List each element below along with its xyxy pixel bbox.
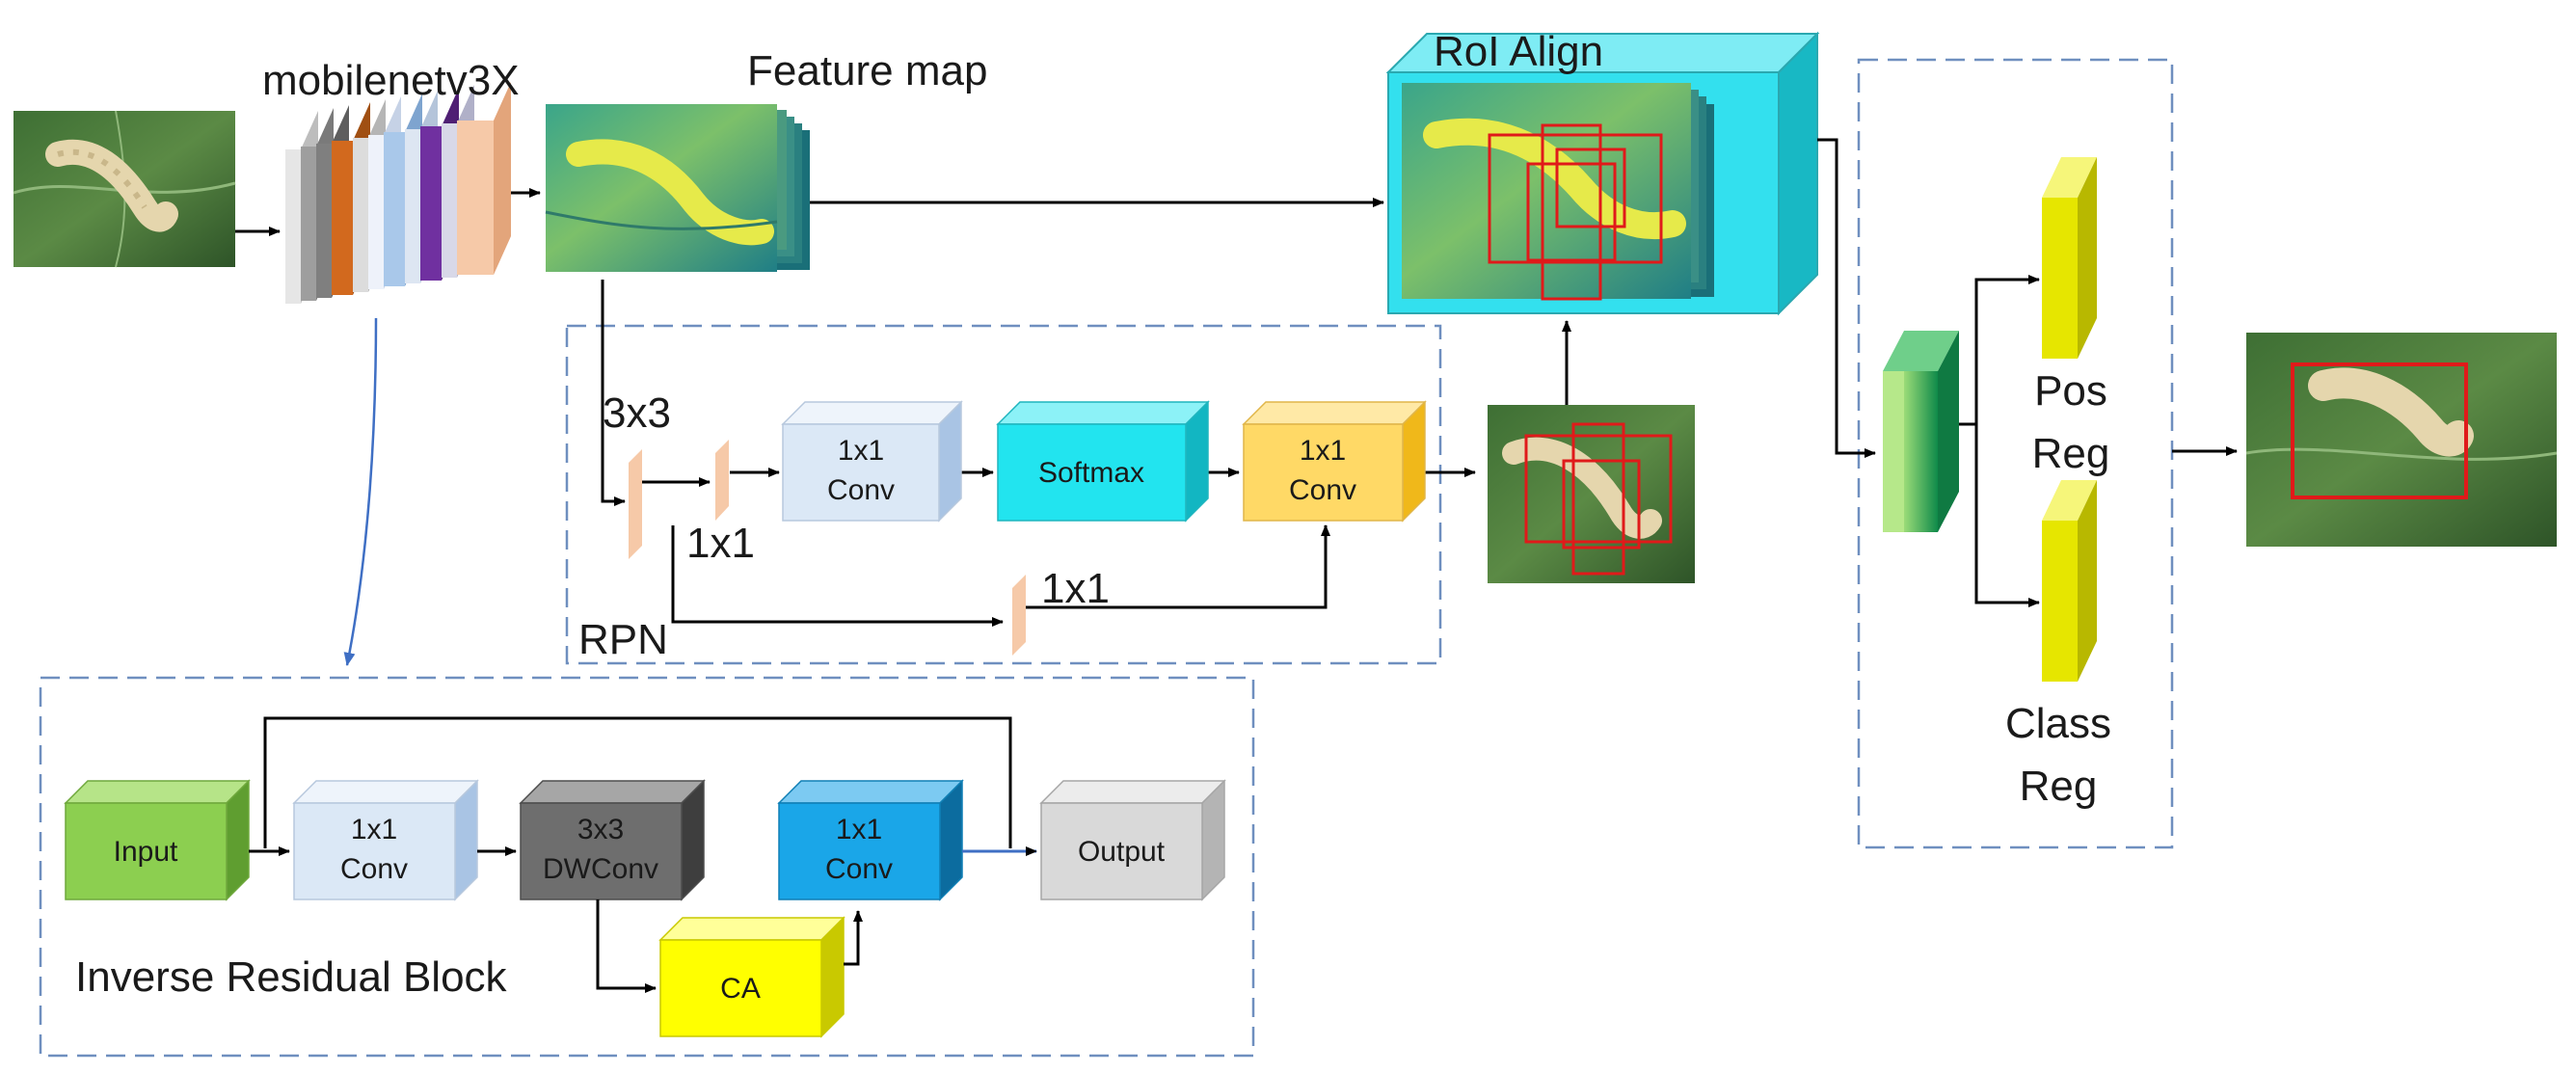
arrow-backbone-to-irb (343, 317, 378, 666)
arrow-fc-to-pos (1959, 275, 2040, 426)
irb-ca-label: CA (720, 973, 761, 1005)
irb-dwconv-block: 3x3 DWConv (519, 779, 706, 901)
rpn-conv-1x1-block: 1x1 Conv (781, 400, 963, 523)
fc-layer-stack (1883, 331, 1959, 532)
arrow-dwconv-to-ca (596, 899, 657, 993)
arrow-ca-to-conv (844, 910, 863, 966)
irb-output-block: Output (1039, 779, 1226, 901)
roi-align-label: RoI Align (1434, 28, 1603, 75)
input-photo (13, 110, 236, 268)
irb-title: Inverse Residual Block (75, 953, 508, 1001)
arrow-roi-to-fc (1817, 138, 1876, 458)
result-photo (2245, 333, 2558, 547)
backbone-layer (368, 135, 384, 289)
backbone-layer (353, 138, 368, 292)
irb-input-block: Input (64, 779, 251, 901)
rpn-conv1-label-2: Conv (827, 474, 895, 506)
feature-map-label: Feature map (747, 47, 987, 94)
irb-region (39, 676, 1255, 1058)
irb-conv1-label-1: 1x1 (351, 814, 397, 845)
rpn-softmax-label: Softmax (1038, 457, 1144, 489)
rpn-conv2-label-1: 1x1 (1300, 435, 1346, 467)
class-reg-label-1: Class (2005, 700, 2111, 747)
irb-ca-block: CA (658, 916, 845, 1038)
feature-map-stack (545, 104, 810, 272)
arrow-fc-to-class (1974, 424, 2040, 607)
rpn-1x1-layer-a (715, 440, 729, 521)
rpn-softmax-block: Softmax (996, 400, 1210, 523)
backbone-layer (285, 149, 301, 304)
class-reg-label-2: Reg (2020, 763, 2098, 810)
pos-reg-label-2: Reg (2032, 430, 2110, 477)
rpn-1x1-label-a: 1x1 (686, 520, 755, 567)
pos-reg-label-1: Pos (2034, 367, 2107, 415)
backbone-layer (316, 144, 332, 298)
rpn-region (565, 324, 1442, 665)
backbone-layer-side (494, 82, 511, 275)
rpn-label: RPN (578, 616, 668, 663)
irb-output-label: Output (1078, 836, 1166, 868)
backbone-layer (442, 123, 457, 278)
backbone-layer (457, 121, 494, 275)
rpn-1x1-layer-b (1012, 575, 1026, 656)
backbone-layer (332, 141, 353, 295)
irb-input-label: Input (114, 836, 178, 868)
backbone-layer (301, 147, 316, 301)
irb-dw-label-1: 3x3 (577, 814, 624, 845)
irb-conv2-label-1: 1x1 (836, 814, 882, 845)
irb-skip-connection (263, 716, 1012, 848)
backbone-label: mobilenetv3X (262, 57, 520, 104)
irb-conv1-label-2: Conv (340, 853, 408, 885)
irb-conv2-block: 1x1 Conv (777, 779, 964, 901)
rpn-3x3-layer (629, 449, 642, 559)
backbone-layer (420, 126, 442, 281)
proposals-photo (1488, 405, 1695, 583)
rpn-conv1-label-1: 1x1 (838, 435, 884, 467)
backbone-layer (405, 129, 420, 283)
pos-reg-layer (2042, 157, 2097, 359)
class-reg-layer (2042, 480, 2097, 682)
backbone-layer-stack (285, 82, 511, 304)
rpn-3x3-label: 3x3 (603, 389, 671, 437)
irb-conv1-block: 1x1 Conv (292, 779, 479, 901)
rpn-1x1-label-b: 1x1 (1041, 565, 1110, 612)
rpn-conv2-label-2: Conv (1289, 474, 1356, 506)
roi-align-cube (1385, 31, 1820, 316)
rpn-conv-1x1-block-2: 1x1 Conv (1242, 400, 1427, 523)
irb-conv2-label-2: Conv (825, 853, 893, 885)
irb-dw-label-2: DWConv (543, 853, 658, 885)
arrow-feature-to-rpn (601, 280, 626, 506)
backbone-layer (384, 132, 405, 286)
arrow-3x3-to-1x1b (671, 525, 1004, 627)
arrow-1x1b-to-conv (1026, 524, 1330, 609)
